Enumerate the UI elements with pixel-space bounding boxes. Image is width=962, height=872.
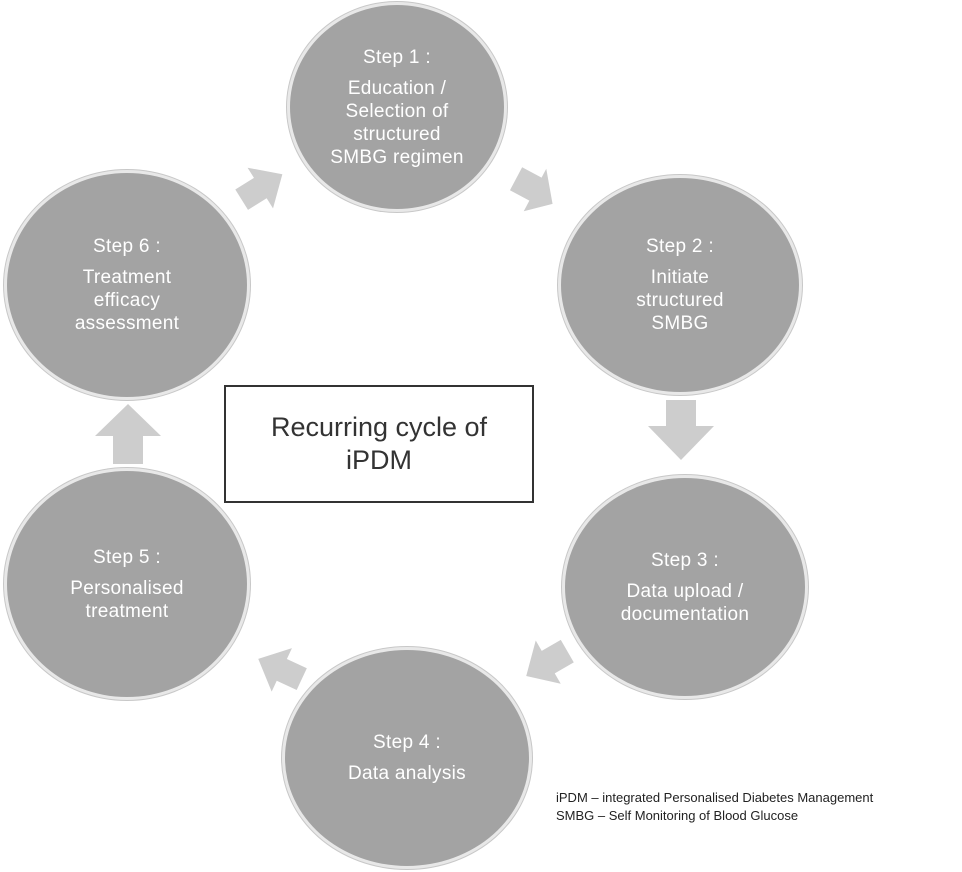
- arrow-step4-to-step5-icon: [258, 648, 307, 692]
- step-1-line: Education /: [347, 77, 447, 99]
- arrow-step2-to-step3-icon: [648, 400, 714, 460]
- step-6-line: Treatment: [82, 267, 172, 288]
- step-4-title: Step 4 :: [373, 732, 441, 753]
- step-3-circle: Step 3 : Data upload / documentation: [562, 475, 808, 699]
- center-label-line: iPDM: [346, 445, 412, 475]
- abbreviation-legend: iPDM – integrated Personalised Diabetes …: [556, 789, 873, 825]
- center-label-box: Recurring cycle of iPDM: [224, 385, 534, 503]
- step-1-line: SMBG regimen: [330, 146, 464, 168]
- step-4-circle: Step 4 : Data analysis: [282, 647, 532, 869]
- step-6-title: Step 6 :: [93, 236, 161, 257]
- step-6-circle: Step 6 : Treatment efficacy assessment: [4, 170, 250, 400]
- step-1-line: structured: [353, 123, 441, 145]
- arrow-step6-to-step1-icon: [235, 167, 283, 210]
- arrow-step1-to-step2-icon: [509, 167, 553, 212]
- step-3-line: Data upload /: [626, 580, 744, 602]
- step-6-line: efficacy: [93, 290, 161, 311]
- step-5-title: Step 5 :: [93, 546, 161, 568]
- step-1-circle: Step 1 : Education / Selection of struct…: [287, 2, 507, 212]
- step-5-line: Personalised: [70, 577, 184, 599]
- step-3-title: Step 3 :: [651, 549, 719, 571]
- step-2-line: structured: [636, 290, 724, 311]
- step-6-line: assessment: [74, 313, 180, 334]
- step-2-title: Step 2 :: [646, 236, 714, 257]
- step-2-line: Initiate: [650, 267, 710, 288]
- step-1-title: Step 1 :: [363, 46, 431, 68]
- step-3-line: documentation: [620, 603, 750, 625]
- arrow-step3-to-step4-icon: [526, 639, 574, 684]
- legend-item-ipdm: iPDM – integrated Personalised Diabetes …: [556, 790, 874, 805]
- step-2-line: SMBG: [651, 313, 709, 334]
- step-4-line: Data analysis: [348, 763, 466, 784]
- step-5-circle: Step 5 : Personalised treatment: [4, 468, 250, 700]
- center-label-line: Recurring cycle of: [270, 412, 488, 442]
- legend-item-smbg: SMBG – Self Monitoring of Blood Glucose: [556, 808, 799, 823]
- arrow-step5-to-step6-icon: [95, 404, 161, 464]
- step-1-line: Selection of: [345, 100, 449, 122]
- step-5-line: treatment: [85, 600, 169, 622]
- step-2-circle: Step 2 : Initiate structured SMBG: [558, 175, 802, 395]
